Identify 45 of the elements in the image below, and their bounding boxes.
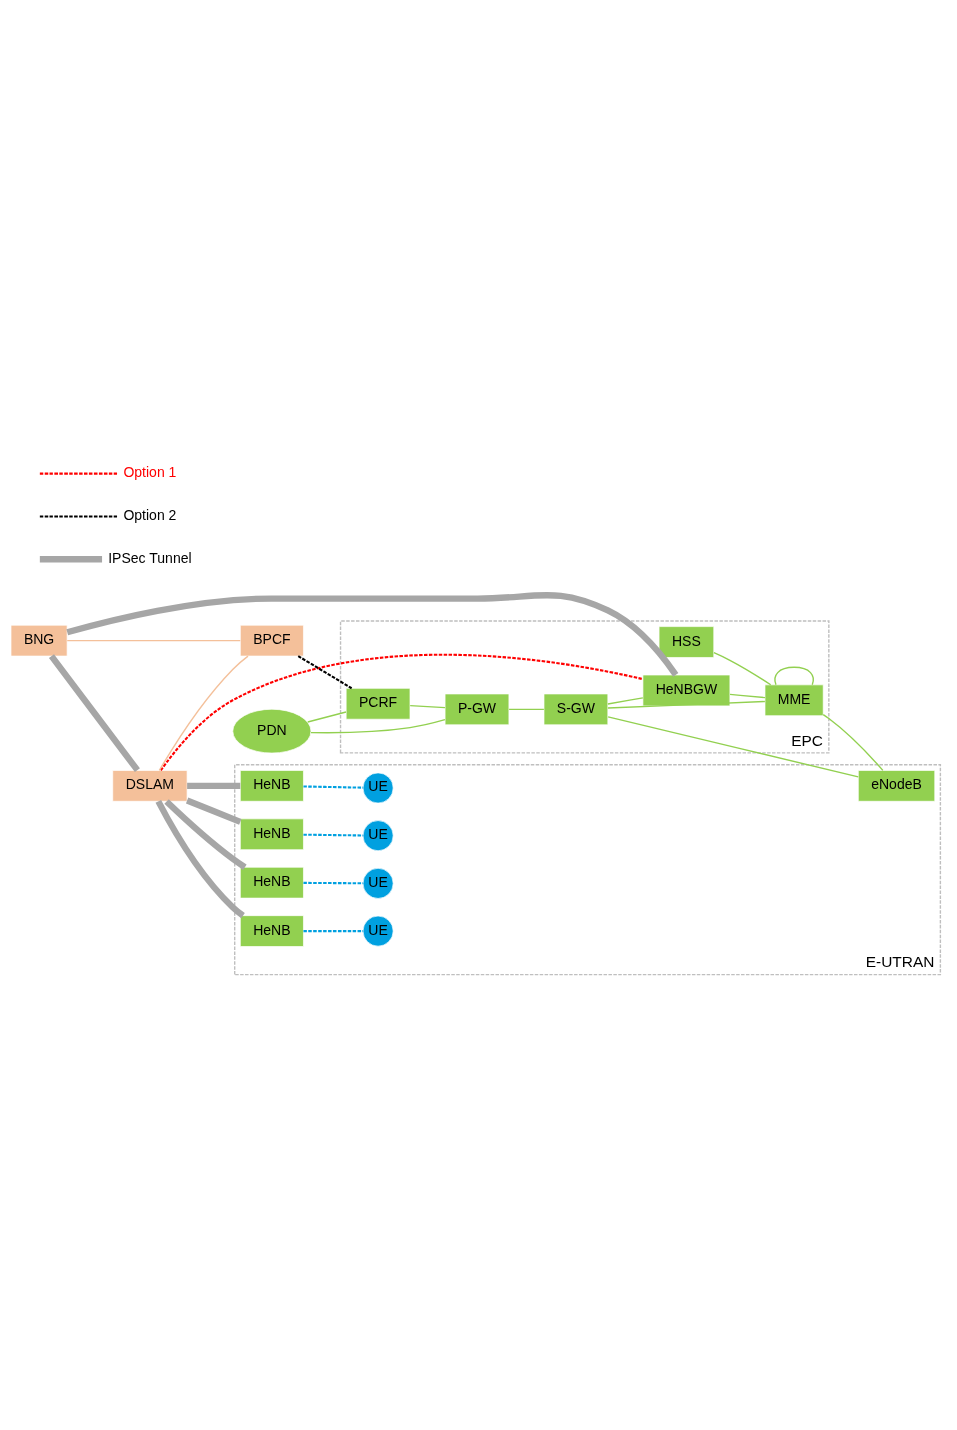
connector [159, 653, 643, 772]
legend-label: Option 2 [123, 506, 177, 523]
node-box: HeNB [239, 866, 304, 899]
node-box: eNodeB [857, 770, 936, 802]
node-box: HeNB [239, 770, 304, 802]
connector [297, 655, 353, 690]
node-circle: UE [362, 867, 394, 899]
node-box: S-GW [543, 693, 609, 726]
node-box: BPCF [239, 624, 304, 657]
connector [774, 666, 814, 686]
node-box: PCRF [345, 688, 411, 720]
connector [66, 592, 679, 677]
connector [607, 716, 859, 778]
node-circle: UE [362, 820, 394, 852]
connector [66, 639, 241, 642]
node-box: HSS [658, 626, 715, 658]
connector [310, 719, 446, 734]
connector [409, 704, 446, 709]
connector [307, 711, 347, 723]
connector [508, 708, 545, 711]
node-ellipse: PDN [232, 708, 312, 754]
connector [822, 713, 884, 772]
connector [303, 881, 363, 885]
connector [48, 654, 140, 773]
connector [303, 833, 363, 837]
connector [303, 785, 363, 789]
node-box: HeNB [239, 818, 304, 851]
connector [713, 651, 772, 686]
node-box: BNG [10, 624, 68, 657]
connector [158, 655, 249, 772]
legend-label: Option 1 [123, 464, 177, 481]
node-box: HeNBGW [642, 674, 731, 707]
connector [187, 782, 241, 789]
node-circle: UE [362, 915, 394, 947]
connector [607, 700, 766, 709]
legend-label: IPSec Tunnel [108, 549, 192, 566]
connector [607, 697, 644, 705]
node-box: P-GW [444, 693, 510, 726]
node-circle: UE [362, 772, 394, 804]
connector [155, 799, 245, 919]
connector [303, 930, 363, 933]
connector [729, 693, 766, 699]
node-box: DSLAM [112, 770, 188, 802]
node-box: HeNB [239, 915, 304, 947]
node-box: MME [764, 684, 824, 717]
